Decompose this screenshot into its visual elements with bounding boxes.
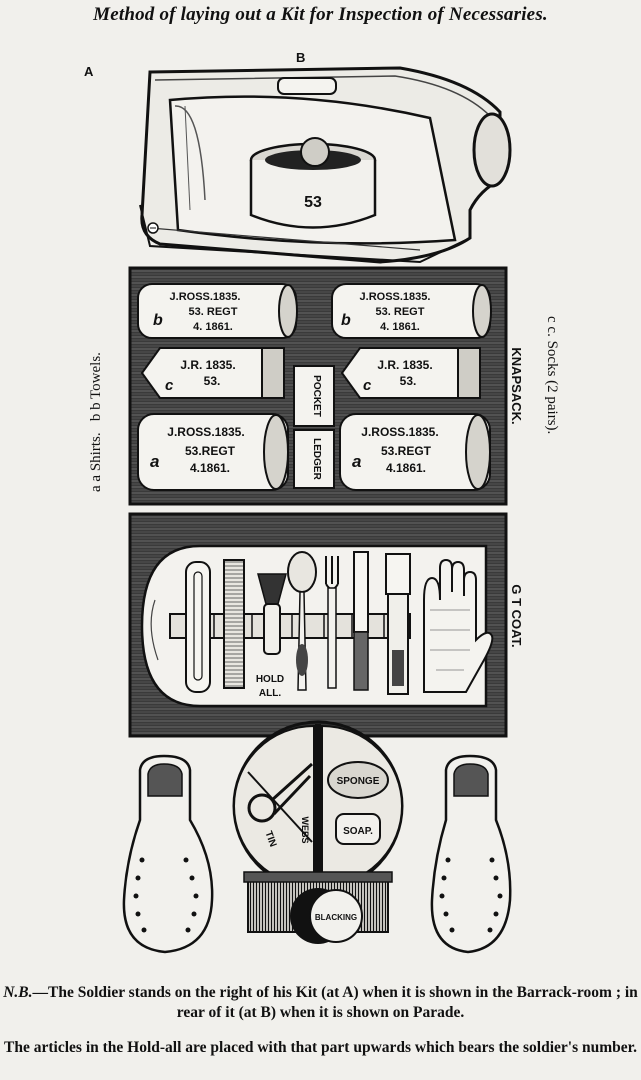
hold-all-label-2: ALL. — [259, 688, 281, 699]
soap-label: SOAP. — [343, 826, 373, 837]
svg-text:J.ROSS.1835.: J.ROSS.1835. — [361, 425, 438, 439]
knife-icon — [353, 551, 369, 691]
svg-text:53.: 53. — [400, 374, 417, 388]
gt-coat-label: G T COAT. — [509, 584, 524, 647]
socks-right: c J.R. 1835. 53. — [340, 347, 481, 399]
spoon-icon — [287, 551, 317, 691]
towel-left: b J.ROSS.1835. 53. REGT 4. 1861. — [137, 283, 298, 339]
svg-text:53. REGT: 53. REGT — [189, 306, 238, 318]
svg-text:4.1861.: 4.1861. — [386, 461, 426, 475]
towel-right: b J.ROSS.1835. 53. REGT 4. 1861. — [331, 283, 492, 339]
shaving-brush-icon — [257, 573, 287, 655]
svg-text:53. REGT: 53. REGT — [376, 306, 425, 318]
nb-text: —The Soldier stands on the right of his … — [32, 984, 638, 1021]
pocket-ledger: POCKET LEDGER — [293, 365, 335, 489]
glove-icon — [423, 558, 494, 693]
comb-icon — [223, 559, 245, 689]
svg-text:b: b — [341, 312, 351, 329]
hold-all-label-1: HOLD — [256, 674, 284, 685]
svg-text:c: c — [363, 377, 372, 394]
svg-text:a: a — [352, 452, 361, 471]
svg-text:POCKET: POCKET — [311, 375, 322, 417]
boot-right — [430, 754, 512, 954]
svg-text:LEDGER: LEDGER — [311, 438, 322, 480]
position-label-a: A — [84, 64, 94, 79]
svg-text:4. 1861.: 4. 1861. — [193, 321, 233, 333]
blacking-brush: BLACKING — [243, 871, 393, 944]
webs-label: WEBS — [300, 817, 310, 844]
svg-text:4. 1861.: 4. 1861. — [380, 321, 420, 333]
razor-icon — [185, 561, 211, 693]
svg-text:4.1861.: 4.1861. — [190, 461, 230, 475]
knapsack-label: KNAPSACK. — [509, 347, 524, 424]
boot-left — [122, 754, 214, 954]
position-label-b: B — [296, 50, 306, 65]
svg-text:b: b — [153, 312, 163, 329]
svg-text:c: c — [165, 377, 174, 394]
top-bundle: 53 — [139, 66, 512, 264]
svg-text:J.R. 1835.: J.R. 1835. — [180, 358, 235, 372]
svg-text:53.REGT: 53.REGT — [381, 444, 432, 458]
socks-left: c J.R. 1835. 53. — [140, 347, 285, 399]
svg-text:J.ROSS.1835.: J.ROSS.1835. — [360, 291, 431, 303]
sponge-label: SPONGE — [337, 776, 380, 787]
nb-prefix: N.B. — [3, 984, 33, 1001]
nb-note: N.B.—The Soldier stands on the right of … — [0, 983, 641, 1023]
blacking-label: BLACKING — [315, 913, 357, 922]
fork-icon — [325, 556, 339, 689]
page-title: Method of laying out a Kit for Inspectio… — [93, 4, 548, 25]
brass-stick-icon — [385, 553, 411, 695]
tin-label: TIN — [262, 830, 278, 849]
svg-text:a: a — [150, 452, 159, 471]
svg-text:J.ROSS.1835.: J.ROSS.1835. — [167, 425, 244, 439]
kit-illustration: 53 b J.ROSS.1835. 53. REGT 4. 1861. b J.… — [122, 66, 524, 954]
knapsack: b J.ROSS.1835. 53. REGT 4. 1861. b J.ROS… — [128, 266, 524, 506]
svg-text:53.REGT: 53.REGT — [185, 444, 236, 458]
svg-text:J.R. 1835.: J.R. 1835. — [377, 358, 432, 372]
svg-text:53.: 53. — [204, 374, 221, 388]
svg-text:J.ROSS.1835.: J.ROSS.1835. — [170, 291, 241, 303]
articles-note: The articles in the Hold-all are placed … — [4, 1039, 637, 1056]
great-coat: HOLD ALL. — [128, 512, 524, 738]
shirt-left: a J.ROSS.1835. 53.REGT 4.1861. — [137, 413, 289, 491]
mess-tin: TIN WEBS SPONGE SOAP. — [232, 720, 404, 892]
shirt-right: a J.ROSS.1835. 53.REGT 4.1861. — [339, 413, 491, 491]
bundle-number: 53 — [304, 194, 322, 211]
